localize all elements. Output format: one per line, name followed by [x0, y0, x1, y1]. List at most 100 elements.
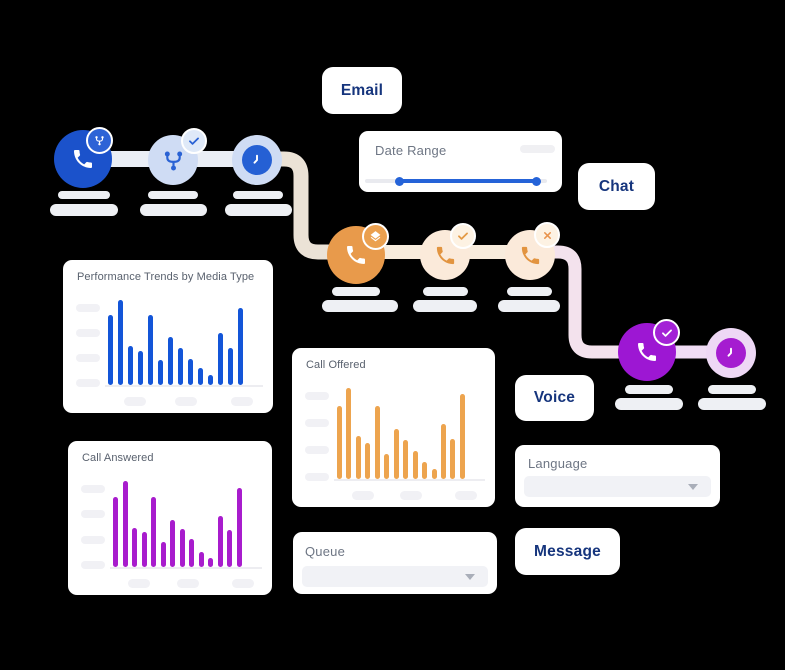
- skeleton-tick: [76, 329, 100, 337]
- call-answered-chart-card: Call Answered: [68, 441, 272, 595]
- close-icon: [541, 229, 554, 242]
- chart-bar: [422, 461, 428, 479]
- skeleton-text: [625, 385, 673, 394]
- check-icon: [660, 326, 674, 340]
- badge-layers: [362, 223, 389, 250]
- badge-check: [653, 319, 680, 346]
- date-range-card: Date Range: [359, 131, 562, 192]
- queue-select[interactable]: [302, 566, 488, 587]
- performance-trends-chart-card: Performance Trends by Media Type: [63, 260, 273, 413]
- chart-bar: [374, 406, 380, 479]
- chart-title: Call Answered: [82, 452, 154, 464]
- call-offered-chart-card: Call Offered: [292, 348, 495, 507]
- skeleton-text: [233, 191, 283, 199]
- skeleton-text: [322, 300, 398, 312]
- x-axis-skeleton: [105, 397, 263, 406]
- phone-icon: [434, 244, 457, 267]
- chart-bar: [160, 542, 166, 567]
- skeleton-text: [58, 191, 110, 199]
- skeleton-tick: [81, 485, 105, 493]
- x-axis-skeleton: [110, 579, 262, 588]
- badge-check: [450, 223, 476, 249]
- skeleton-tick: [400, 491, 423, 500]
- chat-button[interactable]: Chat: [578, 163, 655, 210]
- message-button-label: Message: [534, 542, 601, 560]
- branch-icon: [93, 134, 106, 147]
- chart-bar: [218, 333, 223, 385]
- x-axis-skeleton: [334, 491, 485, 500]
- chart-bar: [188, 358, 193, 385]
- phone-icon: [635, 340, 659, 364]
- chart-title: Performance Trends by Media Type: [77, 271, 255, 283]
- skeleton-text: [698, 398, 766, 410]
- clock-icon: [242, 145, 272, 175]
- phone-icon: [519, 244, 542, 267]
- chart-bar: [208, 558, 214, 567]
- date-range-slider[interactable]: [365, 176, 547, 186]
- chart-bar: [158, 360, 163, 385]
- skeleton-text: [615, 398, 683, 410]
- chart-bar: [189, 539, 195, 567]
- y-axis-skeleton: [76, 304, 100, 387]
- chart-bar: [208, 374, 213, 385]
- branch-icon: [160, 147, 187, 174]
- check-icon: [187, 134, 201, 148]
- skeleton-tick: [174, 397, 197, 406]
- skeleton-text: [498, 300, 560, 312]
- layers-icon: [369, 230, 382, 243]
- skeleton-tick: [305, 446, 329, 454]
- bar-chart-call-answered: [110, 481, 262, 569]
- chart-bar: [412, 450, 418, 479]
- skeleton-text: [708, 385, 756, 394]
- chart-bar: [168, 337, 173, 385]
- chart-bar: [217, 516, 223, 567]
- skeleton-tick: [305, 392, 329, 400]
- skeleton-text: [507, 287, 552, 296]
- chart-bar: [170, 519, 176, 567]
- slider-handle-end[interactable]: [531, 176, 541, 186]
- message-button[interactable]: Message: [515, 528, 620, 575]
- email-button[interactable]: Email: [322, 67, 402, 114]
- chart-bar: [108, 315, 113, 385]
- flow-node-email-schedule: [232, 135, 282, 185]
- chart-bar: [148, 315, 153, 385]
- chart-bar: [459, 394, 465, 479]
- bar-chart-call-offered: [334, 388, 485, 481]
- skeleton-tick: [128, 579, 151, 588]
- chart-bar: [113, 497, 118, 567]
- chart-bar: [236, 487, 242, 567]
- chart-bar: [355, 436, 361, 479]
- check-icon: [456, 229, 470, 243]
- chart-bar: [151, 497, 157, 567]
- flow-node-voice-schedule: [706, 328, 756, 378]
- skeleton-tick: [352, 491, 375, 500]
- skeleton-tick: [76, 354, 100, 362]
- chart-bar: [228, 347, 233, 385]
- chart-bar: [179, 529, 185, 567]
- skeleton-text: [50, 204, 118, 216]
- email-button-label: Email: [340, 81, 384, 99]
- language-select[interactable]: [524, 476, 711, 497]
- skeleton-text: [413, 300, 477, 312]
- skeleton-tick: [454, 491, 477, 500]
- voice-button[interactable]: Voice: [515, 375, 594, 421]
- chart-bar: [440, 424, 446, 479]
- bar-chart-performance: [105, 300, 263, 387]
- badge-close: [534, 222, 560, 248]
- chart-bar: [198, 551, 204, 567]
- chevron-down-icon: [465, 573, 475, 580]
- skeleton-tick: [176, 579, 199, 588]
- chart-title: Call Offered: [306, 359, 366, 371]
- chart-bar: [365, 442, 371, 479]
- skeleton-text: [520, 145, 555, 153]
- skeleton-tick: [76, 379, 100, 387]
- chart-bar: [198, 368, 203, 385]
- chart-bar: [403, 439, 409, 479]
- y-axis-skeleton: [305, 392, 329, 481]
- badge-check: [181, 128, 207, 154]
- slider-handle-start[interactable]: [394, 176, 404, 186]
- skeleton-tick: [76, 304, 100, 312]
- chart-bar: [337, 406, 342, 479]
- language-card: Language: [515, 445, 720, 507]
- skeleton-tick: [305, 419, 329, 427]
